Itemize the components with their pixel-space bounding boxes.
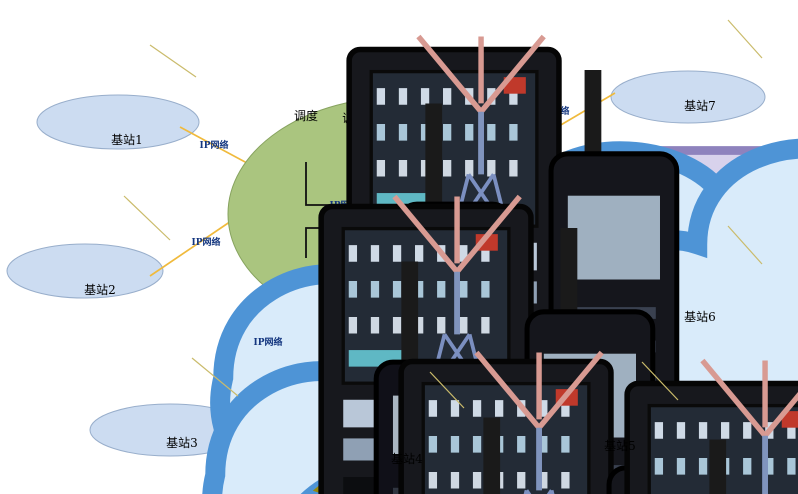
base-station-2: 基站2: [84, 195, 654, 494]
base-station-1: 基站1: [111, 35, 678, 494]
radio-link-line: [641, 361, 679, 401]
station-6-label: 基站6: [684, 310, 716, 324]
station-1-label: 基站1: [111, 133, 143, 147]
station-2-label: 基站2: [84, 283, 116, 297]
dispatcher-label: 调度: [294, 108, 318, 123]
radio-link-line: [191, 357, 239, 397]
station-3-cloud-label: IP网络: [254, 336, 283, 348]
station-2-cloud-label: IP网络: [192, 236, 221, 248]
link-station-2: [149, 214, 241, 277]
radio-link-line: [429, 371, 465, 409]
base-station-5: 基站5: [604, 361, 798, 494]
dispatcher-workstation: 调度: [285, 108, 798, 494]
base-station-4: 基站4: [391, 359, 798, 494]
station-2-zone: [6, 243, 164, 299]
base-station-3: 基站3: [166, 351, 736, 494]
station-4-label: 基站4: [391, 452, 423, 466]
radio-link-line: [123, 195, 171, 241]
base-station-6: 基站6: [684, 225, 763, 324]
station-5-label: 基站5: [604, 439, 636, 453]
radio-link-line: [149, 44, 197, 78]
radio-link-line: [727, 19, 763, 59]
station-1-cloud-label: IP网络: [200, 139, 229, 151]
radio-link-line: [727, 225, 763, 265]
station-7-zone: [610, 70, 766, 124]
station-1-zone: [36, 94, 200, 150]
station-3-label: 基站3: [166, 436, 198, 450]
station-7-label: 基站7: [684, 99, 716, 113]
base-station-7: 基站7: [684, 19, 763, 113]
